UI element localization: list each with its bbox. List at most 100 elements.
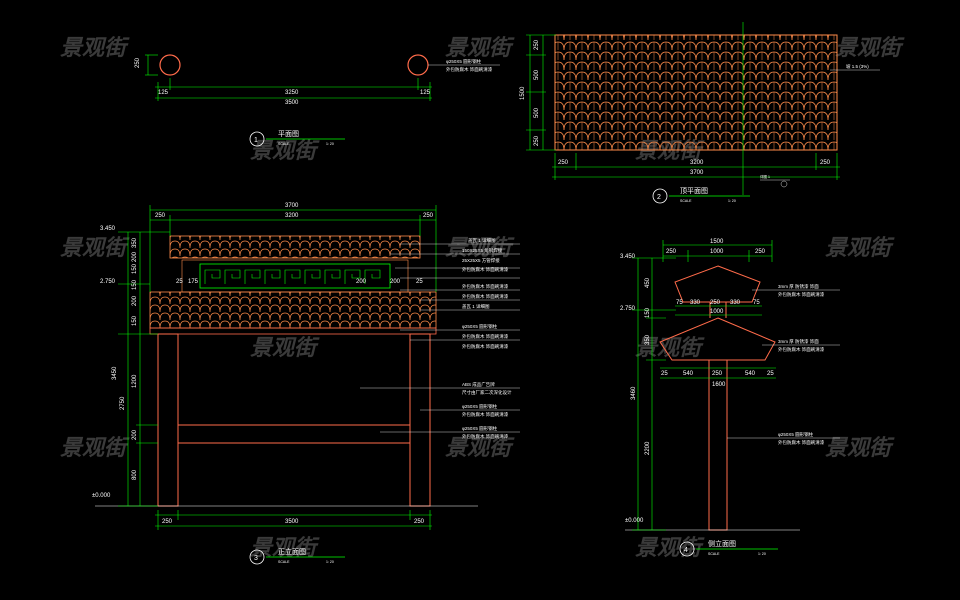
note: 盖瓦 1 详细图 bbox=[462, 303, 490, 310]
watermark: 景观街 bbox=[445, 235, 515, 260]
view-number: 3 bbox=[254, 555, 258, 562]
leader-lines bbox=[727, 289, 840, 439]
note: 3mm 厚 防锈漆 饰面 bbox=[778, 283, 819, 290]
view-title: 平面图 bbox=[278, 130, 299, 138]
dim-label: 3450 bbox=[112, 366, 118, 380]
watermark: 景观街 bbox=[835, 35, 905, 60]
dim-label: 450 bbox=[645, 277, 651, 288]
dim-label: 800 bbox=[132, 469, 138, 480]
level-label: ±0.000 bbox=[625, 518, 644, 524]
dim-label: 75 bbox=[676, 300, 683, 306]
watermark: 景观街 bbox=[60, 35, 130, 60]
watermark: 景观街 bbox=[445, 435, 515, 460]
note: 外包防腐木 饰面刷清漆 bbox=[462, 266, 509, 273]
leader-lines bbox=[360, 243, 520, 433]
note: 外包防腐木 饰面刷清漆 bbox=[462, 283, 509, 290]
scale-label: SCALE bbox=[680, 199, 692, 203]
scale-value: 1: 20 bbox=[326, 560, 334, 564]
dim-label: 3500 bbox=[285, 519, 299, 525]
dim-label: 1500 bbox=[710, 239, 724, 245]
dim-label: 150 bbox=[132, 263, 138, 274]
post-section bbox=[159, 54, 181, 76]
note: φ250X5 圆形钢柱 bbox=[462, 425, 498, 432]
roof-plan-view: 250 500 500 250 1500 250 3200 250 3700 坡… bbox=[520, 22, 880, 204]
dim-label: 500 bbox=[534, 69, 540, 80]
watermark: 景观街 bbox=[825, 435, 895, 460]
roof-tiles bbox=[554, 34, 838, 151]
plan-view: 250 125 3250 125 3500 φ250X5 圆形钢柱 外包防腐木 … bbox=[135, 54, 500, 147]
scale-label: SCALE bbox=[278, 142, 290, 146]
note: φ250X5 圆形钢柱 bbox=[778, 431, 814, 438]
view-number-circle bbox=[249, 131, 265, 147]
watermark: 景观街 bbox=[60, 235, 130, 260]
dim-label: 3200 bbox=[285, 213, 299, 219]
dim-label: 150 bbox=[645, 307, 651, 318]
note: ABS 成品广告牌 bbox=[462, 381, 495, 388]
dim-label: 2750 bbox=[120, 396, 126, 410]
view-number: 1 bbox=[254, 137, 258, 144]
note: 150X25X5 角钢焊接 bbox=[462, 247, 503, 254]
lattice-pattern bbox=[204, 269, 381, 284]
dim-label: 250 bbox=[162, 519, 173, 525]
watermark: 景观街 bbox=[250, 138, 320, 163]
view-number: 2 bbox=[657, 194, 661, 201]
front-elevation-view: 3.450 2.750 ±0.000 250 3200 250 3700 350… bbox=[92, 203, 520, 565]
scale-value: 1: 20 bbox=[758, 552, 766, 556]
note: 外包防腐木 饰面刷清漆 bbox=[462, 333, 509, 340]
dim-label: 250 bbox=[414, 519, 425, 525]
dim-label: 3460 bbox=[631, 386, 637, 400]
dim-label: 25 bbox=[661, 371, 668, 377]
dim-label: 350 bbox=[132, 237, 138, 248]
view-number-circle bbox=[249, 549, 265, 565]
watermark: 景观街 bbox=[635, 335, 705, 360]
view-title: 正立面图 bbox=[278, 547, 306, 556]
dim-label: 1600 bbox=[712, 382, 726, 388]
level-label: 2.750 bbox=[620, 306, 636, 312]
note: 外包防腐木 饰面刷清漆 bbox=[778, 346, 825, 353]
dim-label: 1200 bbox=[132, 374, 138, 388]
note: 外包防腐木 饰面刷清漆 bbox=[778, 291, 825, 298]
note: 坡 1.5 (3%) bbox=[846, 63, 869, 70]
dim-label: 25 bbox=[416, 279, 423, 285]
front-dimensions bbox=[118, 205, 437, 530]
watermark: 景观街 bbox=[445, 35, 515, 60]
post-section bbox=[407, 54, 429, 76]
dim-label: 250 bbox=[666, 249, 677, 255]
view-number-circle bbox=[679, 541, 695, 557]
dim-label: 540 bbox=[745, 371, 756, 377]
watermark: 景观街 bbox=[825, 235, 895, 260]
dim-label: 250 bbox=[423, 213, 434, 219]
dim-label: 1500 bbox=[520, 86, 526, 100]
level-label: 2.750 bbox=[100, 279, 116, 285]
dim-label: 250 bbox=[755, 249, 766, 255]
note: 外包防腐木 饰面刷清漆 bbox=[462, 411, 509, 418]
dim-label: 250 bbox=[820, 160, 831, 166]
dim-label: 3250 bbox=[285, 90, 299, 96]
view-number: 4 bbox=[684, 547, 688, 554]
dim-label: 75 bbox=[753, 300, 760, 306]
dim-label: 250 bbox=[712, 371, 723, 377]
note: 3mm 厚 防锈漆 饰面 bbox=[778, 338, 819, 345]
dim-label: 3500 bbox=[285, 100, 299, 106]
dim-label: 200 bbox=[132, 251, 138, 262]
dim-label: 25 bbox=[176, 279, 183, 285]
dim-label: 500 bbox=[534, 107, 540, 118]
note: 外包防腐木 饰面刷清漆 bbox=[462, 293, 509, 300]
watermark: 景观街 bbox=[60, 435, 130, 460]
dim-label: 250 bbox=[135, 57, 141, 68]
scale-label: SCALE bbox=[278, 560, 290, 564]
note: 25X25X5 方管焊接 bbox=[462, 257, 500, 264]
side-elevation-view: 3.450 2.750 ±0.000 250 1000 250 1500 75 … bbox=[620, 239, 840, 557]
dim-label: 540 bbox=[683, 371, 694, 377]
view-title: 侧立面图 bbox=[708, 539, 736, 548]
dim-label: 200 bbox=[390, 279, 401, 285]
dim-label: 250 bbox=[155, 213, 166, 219]
note: φ250X5 圆形钢柱 bbox=[446, 58, 482, 65]
dim-label: 250 bbox=[558, 160, 569, 166]
lattice-panel bbox=[199, 263, 391, 289]
dim-label: 1000 bbox=[710, 309, 724, 315]
dim-label: 350 bbox=[645, 334, 651, 345]
roof-dimensions bbox=[526, 34, 840, 180]
side-dimensions bbox=[632, 240, 776, 531]
level-label: ±0.000 bbox=[92, 493, 111, 499]
